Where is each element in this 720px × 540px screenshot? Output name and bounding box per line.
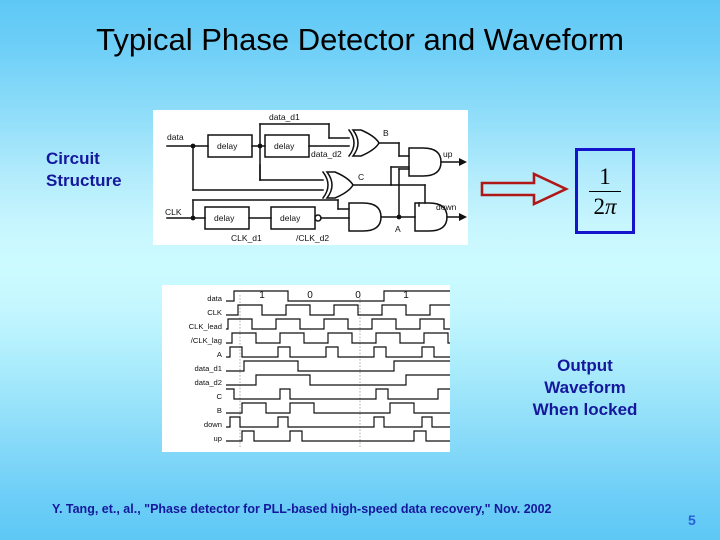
wf-label-nclk-lag: /CLK_lag	[191, 336, 222, 345]
page-title: Typical Phase Detector and Waveform	[96, 22, 624, 57]
wf-label-data-d1: data_d1	[195, 364, 222, 373]
circuit-label-up: up	[443, 149, 453, 159]
waveform-timing-image: data CLK CLK_lead /CLK_lag A data_d1 dat…	[162, 285, 450, 452]
circuit-label-data-d1: data_d1	[269, 112, 300, 122]
circuit-label-data: data	[167, 132, 184, 142]
caption-output-line2: Waveform	[544, 377, 626, 397]
page-number: 5	[688, 512, 696, 528]
caption-circuit-line2: Structure	[46, 170, 122, 190]
circuit-label-B: B	[383, 128, 389, 138]
caption-output-line1: Output	[557, 356, 613, 375]
circuit-label-C: C	[358, 172, 364, 182]
circuit-block-delay-1: delay	[217, 141, 238, 151]
circuit-label-down: down	[436, 202, 457, 212]
formula-box: 1 2π	[575, 148, 635, 234]
wf-label-C: C	[217, 392, 223, 401]
wf-bit-1: 1	[259, 290, 265, 301]
caption-output-line3: When locked	[532, 399, 638, 419]
circuit-block-delay-2: delay	[274, 141, 295, 151]
wf-label-down: down	[204, 420, 222, 429]
circuit-label-A: A	[395, 224, 401, 234]
fraction-denominator-symbol: π	[604, 193, 617, 219]
circuit-schematic-image: data data_d1 data_d2 B C up CLK CLK_d1 /…	[153, 110, 468, 245]
caption-output-waveform: Output Waveform When locked	[490, 355, 680, 420]
fraction-bar	[589, 190, 621, 192]
circuit-block-delay-3: delay	[214, 213, 235, 223]
citation-text: Y. Tang, et., al., "Phase detector for P…	[52, 502, 552, 516]
fraction-numerator: 1	[599, 163, 611, 189]
wf-label-B: B	[217, 406, 222, 415]
wf-label-A: A	[217, 350, 223, 359]
wf-bit-4: 1	[403, 290, 409, 301]
wf-bit-3: 0	[355, 290, 361, 301]
red-arrow-icon	[480, 172, 570, 206]
fraction-one-over-two-pi: 1 2π	[589, 163, 621, 218]
circuit-label-clk: CLK	[165, 207, 182, 217]
circuit-block-delay-4: delay	[280, 213, 301, 223]
wf-label-data: data	[207, 294, 223, 303]
caption-circuit-line1: Circuit	[46, 149, 100, 168]
circuit-label-clk-d1: CLK_d1	[231, 233, 262, 243]
circuit-label-nclk-d2: /CLK_d2	[296, 233, 329, 243]
wf-label-clk: CLK	[207, 308, 222, 317]
fraction-denominator-coefficient: 2	[593, 193, 605, 219]
caption-circuit-structure: Circuit Structure	[46, 148, 176, 192]
circuit-label-data-d2: data_d2	[311, 149, 342, 159]
wf-label-up: up	[214, 434, 222, 443]
wf-bit-2: 0	[307, 290, 313, 301]
wf-label-clk-lead: CLK_lead	[189, 322, 222, 331]
fraction-denominator: 2π	[589, 194, 620, 218]
wf-label-data-d2: data_d2	[195, 378, 222, 387]
